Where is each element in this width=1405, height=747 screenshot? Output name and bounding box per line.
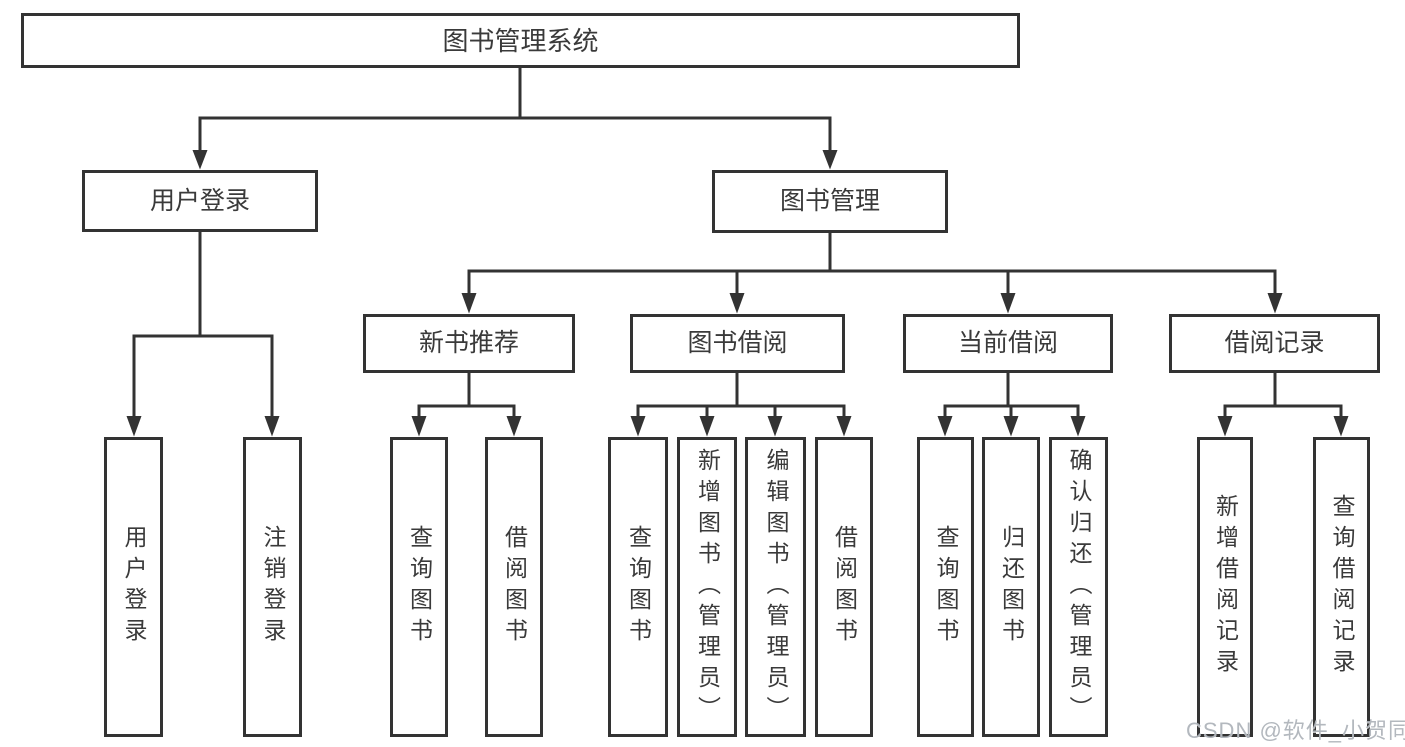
node-label: 新增图书（管理员） — [694, 447, 721, 727]
connector-user-login-children — [126, 231, 280, 437]
connector-current-borrow-children — [937, 372, 1086, 437]
arrow-head — [1217, 416, 1233, 437]
arrow-head — [1000, 293, 1016, 314]
node-label: 确认归还（管理员） — [1066, 447, 1092, 727]
node-new-book-recommendation: 新书推荐 — [363, 314, 575, 373]
arrow-head — [126, 416, 142, 437]
node-label: 查询图书 — [625, 525, 652, 649]
node-leaf-user-login: 用户登录 — [104, 437, 163, 737]
connector-new-book-rec-children — [411, 372, 522, 437]
node-label: 查询借阅记录 — [1329, 494, 1355, 680]
node-label: 借阅图书 — [501, 525, 528, 649]
arrow-head — [1003, 416, 1019, 437]
node-label: 图书管理系统 — [442, 25, 599, 56]
node-label: 注销登录 — [260, 525, 286, 649]
arrow-head — [192, 150, 208, 170]
connector-book-borrow-children — [630, 372, 852, 437]
node-label: 借阅记录 — [1224, 329, 1325, 357]
node-current-borrowing: 当前借阅 — [903, 314, 1113, 373]
arrow-head — [767, 416, 783, 437]
node-label: 新书推荐 — [418, 329, 519, 357]
connector-book-mgmt-children — [461, 231, 1283, 314]
node-borrowing-records: 借阅记录 — [1169, 314, 1380, 373]
connector-borrow-records-children — [1217, 372, 1349, 437]
node-leaf-logout: 注销登录 — [243, 437, 302, 737]
arrow-head — [699, 416, 715, 437]
arrow-head — [506, 416, 522, 437]
arrow-head — [729, 293, 745, 314]
node-label: 图书管理 — [779, 187, 880, 215]
connector-root-to-level2 — [192, 66, 838, 170]
node-label: 用户登录 — [121, 525, 147, 649]
node-leaf-confirm-return-admin: 确认归还（管理员） — [1049, 437, 1108, 737]
arrow-head — [461, 293, 477, 314]
node-leaf-add-borrow-record: 新增借阅记录 — [1197, 437, 1253, 737]
node-label: 当前借阅 — [957, 329, 1058, 357]
node-label: 查询图书 — [406, 525, 433, 649]
node-label: 图书借阅 — [687, 329, 788, 357]
node-label: 归还图书 — [998, 525, 1025, 649]
arrow-head — [1333, 416, 1349, 437]
node-label: 编辑图书（管理员） — [763, 447, 789, 727]
node-label: 用户登录 — [149, 186, 250, 215]
node-leaf-query-books-borrow: 查询图书 — [608, 437, 668, 737]
node-leaf-add-books-admin: 新增图书（管理员） — [677, 437, 737, 737]
arrow-head — [937, 416, 953, 437]
arrow-head — [1267, 293, 1283, 314]
node-leaf-query-books-rec: 查询图书 — [390, 437, 448, 737]
node-user-login-group: 用户登录 — [82, 170, 318, 232]
node-leaf-borrow-books: 借阅图书 — [815, 437, 873, 737]
arrow-head — [822, 150, 838, 170]
node-book-borrowing: 图书借阅 — [630, 314, 845, 373]
arrow-head — [836, 416, 852, 437]
csdn-watermark: CSDN @软件_小贺同学 — [1186, 718, 1405, 743]
arrow-head — [1070, 416, 1086, 437]
node-leaf-query-borrow-record: 查询借阅记录 — [1313, 437, 1370, 737]
arrow-head — [411, 416, 427, 437]
arrow-head — [630, 416, 646, 437]
node-leaf-return-books: 归还图书 — [982, 437, 1040, 737]
node-leaf-edit-books-admin: 编辑图书（管理员） — [745, 437, 806, 737]
arrow-head — [264, 416, 280, 437]
node-leaf-query-books-current: 查询图书 — [917, 437, 974, 737]
node-book-management-group: 图书管理 — [712, 170, 948, 233]
node-library-management-system: 图书管理系统 — [21, 13, 1020, 68]
node-label: 借阅图书 — [831, 525, 858, 649]
node-leaf-borrow-books-rec: 借阅图书 — [485, 437, 543, 737]
node-label: 查询图书 — [933, 525, 959, 649]
node-label: 新增借阅记录 — [1212, 494, 1239, 680]
